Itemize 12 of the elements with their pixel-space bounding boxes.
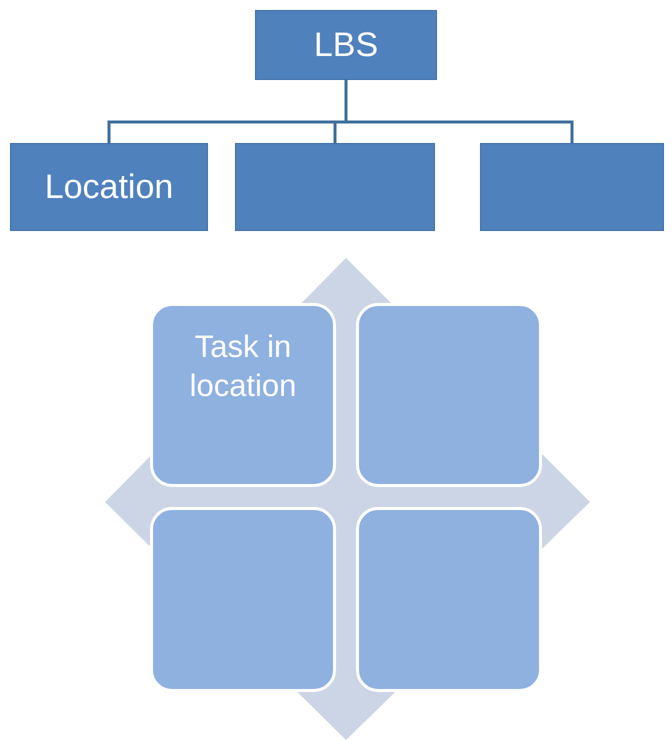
rounded-tile — [356, 303, 542, 487]
rounded-tile — [150, 507, 336, 692]
node-label: Task in location — [188, 328, 298, 405]
tree-connector — [344, 80, 574, 143]
node-label: Location — [44, 166, 174, 208]
rounded-tile — [356, 507, 542, 692]
rounded-tile — [150, 303, 336, 487]
org-chart-box — [480, 143, 664, 231]
node-label: LBS — [314, 24, 378, 66]
org-chart-box — [255, 10, 437, 80]
org-chart-box — [235, 143, 435, 231]
org-chart-box — [10, 143, 208, 231]
